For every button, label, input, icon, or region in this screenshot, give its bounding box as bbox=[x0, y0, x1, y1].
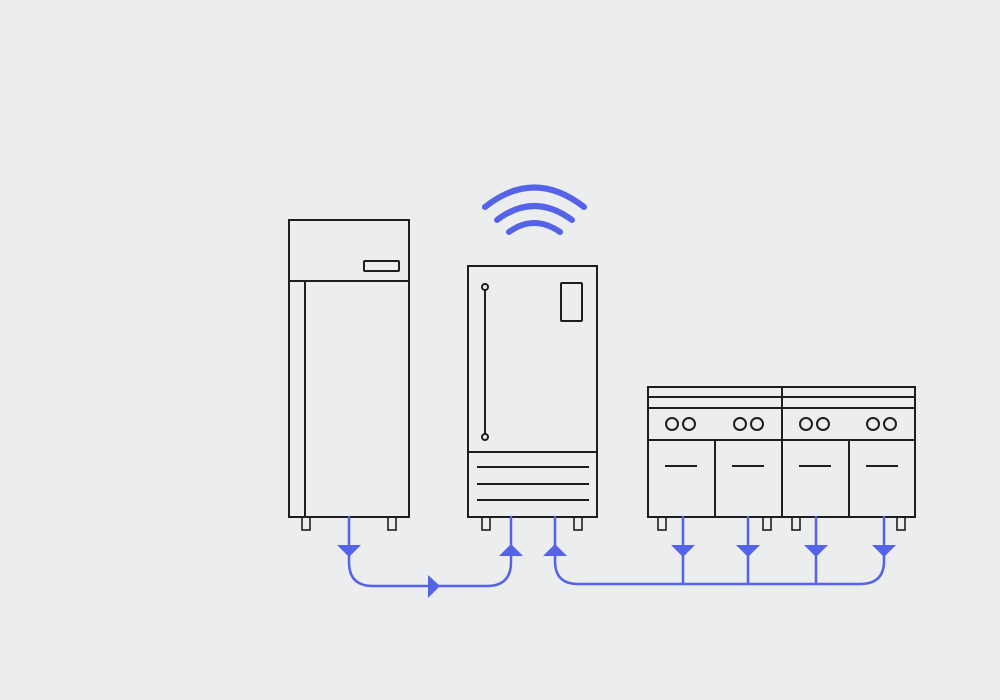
ice-machine-icon bbox=[467, 265, 598, 531]
flow-connector-left bbox=[337, 515, 523, 598]
arrow-down-icon bbox=[337, 545, 361, 557]
cooking-range-icon bbox=[647, 386, 783, 531]
arrow-down-icon bbox=[872, 545, 896, 557]
arrow-right-icon bbox=[428, 575, 440, 598]
arrow-up-icon bbox=[499, 544, 523, 556]
wifi-icon bbox=[482, 184, 587, 235]
arrow-down-icon bbox=[736, 545, 760, 557]
refrigerator-icon bbox=[288, 219, 410, 531]
arrow-up-icon bbox=[543, 544, 567, 556]
arrow-down-icon bbox=[671, 545, 695, 557]
cooking-range-icon bbox=[781, 386, 916, 531]
flow-connector-right bbox=[543, 515, 896, 586]
arrow-down-icon bbox=[804, 545, 828, 557]
